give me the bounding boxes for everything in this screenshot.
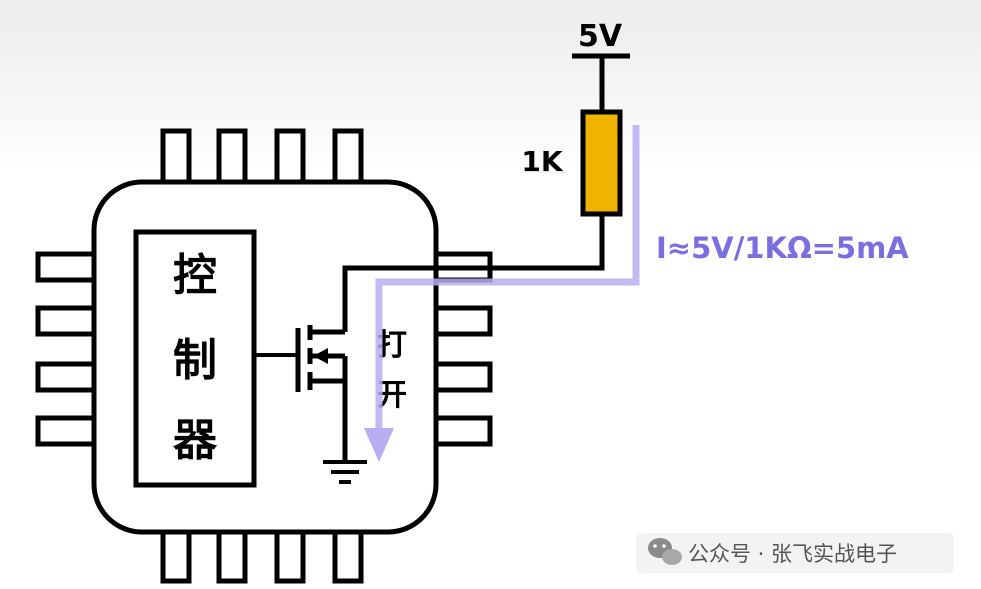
resistor — [580, 109, 623, 217]
controller-label-char-1: 控 — [173, 250, 217, 301]
wechat-icon — [648, 538, 682, 565]
chip-pins-left — [35, 251, 97, 447]
controller-label-char-2: 制 — [173, 335, 217, 386]
supply-label: 5V — [578, 19, 623, 54]
controller-box — [133, 229, 257, 488]
current-formula: I≈5V/1KΩ=5mA — [656, 231, 909, 265]
mosfet-arrow — [313, 348, 328, 364]
ground-symbol — [323, 460, 367, 484]
current-arrow-head — [364, 428, 394, 462]
controller-label-char-3: 器 — [173, 415, 218, 466]
chip-pins-bottom — [160, 526, 364, 584]
chip-pins-right — [431, 251, 493, 447]
drain-wire — [342, 214, 605, 332]
watermark-text: 公众号 · 张飞实战电子 — [688, 542, 897, 566]
resistor-label: 1K — [521, 145, 563, 178]
watermark: 公众号 · 张飞实战电子 — [636, 533, 954, 573]
mosfet-symbol — [295, 325, 348, 392]
current-path — [375, 125, 640, 430]
chip-pins-top — [160, 128, 364, 186]
